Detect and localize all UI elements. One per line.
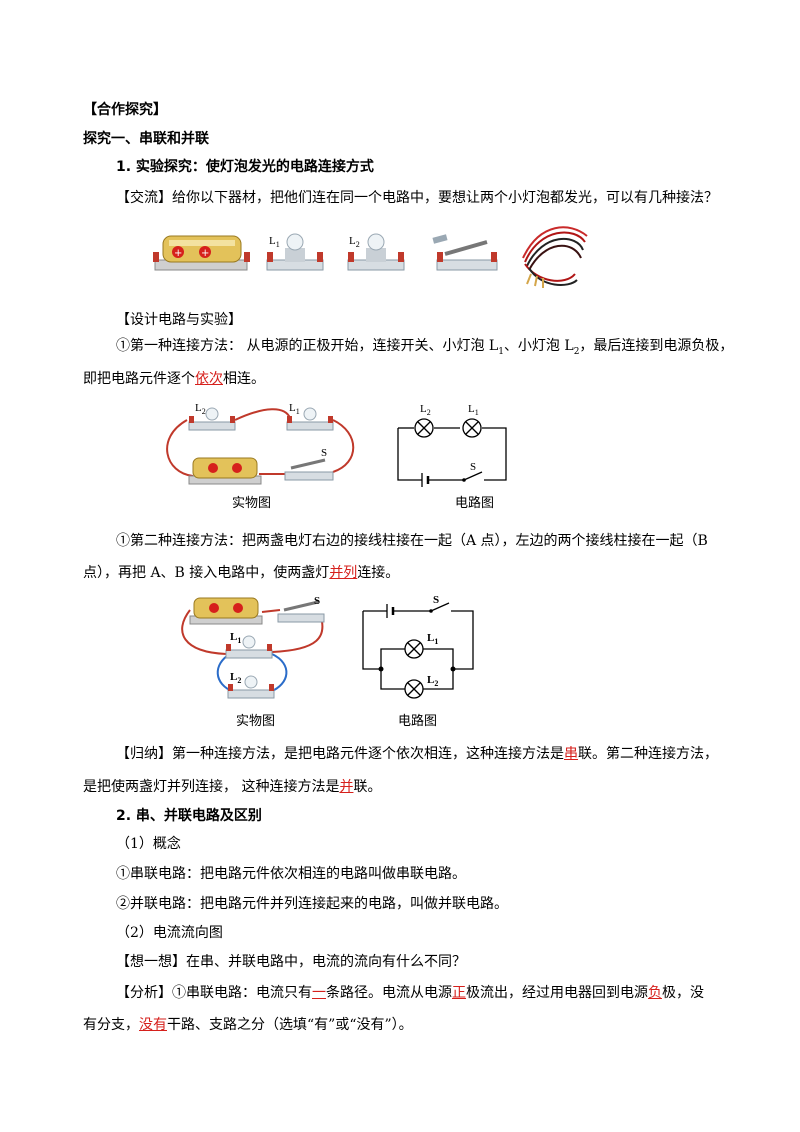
think-text: 【想一想】在串、并联电路中，电流的流向有什么不同？ — [116, 954, 466, 970]
svg-text:+: + — [201, 248, 209, 259]
fig2-real-l1-label: L1 — [230, 631, 241, 645]
fig1-real-l2-label: L2 — [195, 402, 206, 416]
sub2-title: 2. 串、并联电路及区别 — [116, 808, 262, 824]
answer-blank: 依次 — [195, 371, 223, 387]
summary-line1: 【归纳】第一种连接方法，是把电路元件逐个依次相连，这种连接方法是串联。第二种连接… — [116, 746, 718, 762]
fig2-real-s-label: S — [314, 595, 320, 607]
svg-text:+: + — [174, 248, 182, 259]
fig2-circuit-s-label: S — [433, 594, 439, 606]
battery-icon: + + — [153, 235, 250, 271]
answer-blank: 并列 — [329, 565, 358, 581]
sub1-title: 1. 实验探究：使灯泡发光的电路连接方式 — [116, 159, 374, 175]
answer-blank: 串 — [564, 746, 578, 762]
fig1-circuit-diagram: L2 L1 S — [397, 403, 507, 487]
analysis-line2: 有分支，没有干路、支路之分（选填“有”或“没有”）。 — [83, 1017, 413, 1033]
flow-title: （2）电流流向图 — [116, 925, 223, 941]
fig1-circuit-l2-label: L2 — [420, 403, 431, 417]
lamp-l2-icon — [347, 233, 405, 271]
fig2-real-diagram: S L1 L2 — [181, 595, 325, 699]
fig2-circuit-diagram: S L1 L2 — [362, 594, 474, 699]
series-definition: ①串联电路：把电路元件依次相连的电路叫做串联电路。 — [116, 866, 466, 882]
answer-blank: 一 — [312, 985, 326, 1001]
fig2-circuit-l2-label: L2 — [427, 674, 438, 688]
section-title: 【合作探究】 — [83, 102, 167, 118]
fig2-real-caption: 实物图 — [236, 714, 276, 729]
method1-line1: ①第一种连接方法： 从电源的正极开始，连接开关、小灯泡 L1、小灯泡 L2，最后… — [116, 338, 734, 357]
design-title: 【设计电路与实验】 — [116, 312, 242, 328]
method2-line2: 点），再把 A、B 接入电路中，使两盏灯并列连接。 — [83, 565, 400, 581]
wires-icon — [522, 226, 588, 288]
fig1-real-l1-label: L1 — [289, 402, 300, 416]
fig1-circuit-l1-label: L1 — [468, 403, 479, 417]
summary-line2: 是把使两盏灯并列连接， 这种连接方法是并联。 — [83, 779, 382, 795]
fig1-circuit-caption: 电路图 — [455, 496, 495, 511]
method2-line1: ①第二种连接方法：把两盏电灯右边的接线柱接在一起（A 点），左边的两个接线柱接在… — [116, 533, 708, 549]
fig2-circuit-caption: 电路图 — [398, 714, 438, 729]
answer-blank: 正 — [452, 985, 466, 1001]
switch-icon — [432, 234, 498, 271]
fig1-real-diagram: L2 L1 S — [166, 402, 355, 485]
fig1-real-caption: 实物图 — [232, 496, 272, 511]
method1-line2: 即把电路元件逐个依次相连。 — [83, 371, 265, 387]
equip-l2-label: L2 — [349, 235, 360, 249]
exchange-text: 【交流】给你以下器材，把他们连在同一个电路中，要想让两个小灯泡都发光，可以有几种… — [116, 190, 718, 206]
fig2-circuit-l1-label: L1 — [427, 632, 438, 646]
answer-blank: 负 — [648, 985, 662, 1001]
parallel-definition: ②并联电路：把电路元件并列连接起来的电路，叫做并联电路。 — [116, 896, 508, 912]
analysis-line1: 【分析】①串联电路：电流只有一条路径。电流从电源正极流出，经过用电器回到电源负极… — [116, 985, 704, 1001]
lamp-l1-icon — [266, 233, 324, 271]
fig1-circuit-s-label: S — [470, 461, 476, 473]
answer-blank: 没有 — [139, 1017, 167, 1033]
equip-l1-label: L1 — [269, 235, 280, 249]
fig2-real-l2-label: L2 — [230, 671, 241, 685]
part1-title: 探究一、串联和并联 — [83, 131, 209, 147]
answer-blank: 并 — [339, 779, 354, 795]
fig1-real-s-label: S — [321, 447, 327, 459]
equipment-figure: + + L1 L2 — [153, 226, 588, 288]
concept-title: （1）概念 — [116, 836, 181, 852]
